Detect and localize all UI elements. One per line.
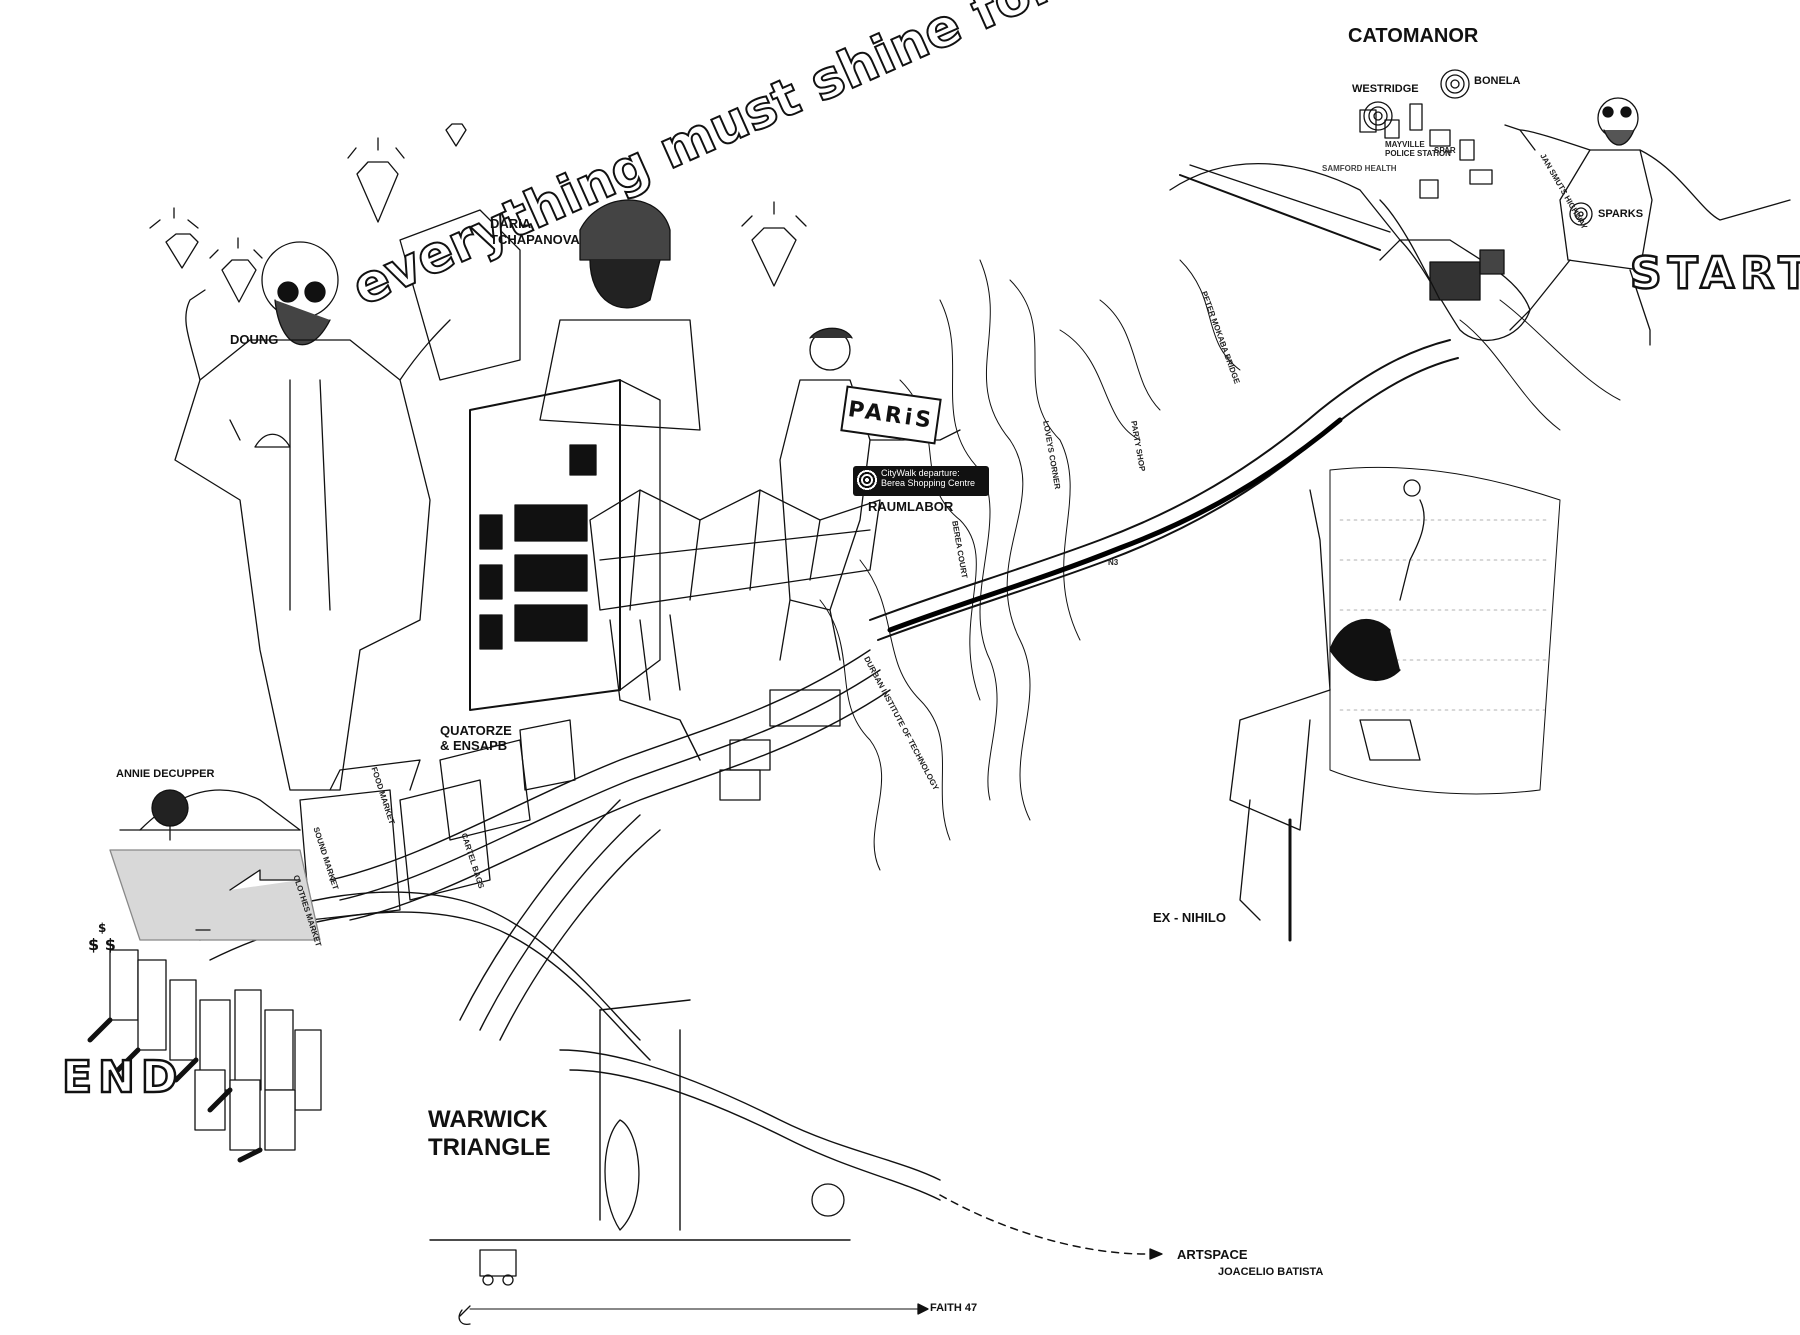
place-spar: SPAR [1434,146,1456,155]
figure-sparks [1504,97,1791,346]
place-bonela: BONELA [1474,75,1521,87]
place-westridge: WESTRIDGE [1352,83,1419,95]
diamond-icon [445,123,467,147]
place-sparks: SPARKS [1598,208,1644,220]
dollar-icon: $ [98,921,106,935]
artist-daria-tchapanova: DARIA TCHAPANOVA [490,216,580,247]
place-catomanor: CATOMANOR [1348,25,1479,47]
ex-nihilo-figure [1229,466,1561,942]
figure-daria [539,199,701,431]
shanty-rooftops [589,489,881,701]
departure-label: CityWalk departure: [881,468,960,478]
artist-ex-nihilo: EX - NIHILO [1153,910,1226,925]
road-n3: N3 [1108,558,1119,567]
diamond-icons [149,123,807,931]
diamond-icon [165,233,199,269]
diamond-icon [751,227,797,287]
artist-quatorze-ensapb: QUATORZE & ENSAPB [440,723,512,753]
artist-raumlabor: RAUMLABOR [868,499,954,514]
diamond-icon [221,259,257,303]
markets-block [299,689,841,921]
dollar-icons: $ $ [88,935,116,954]
artist-doung: DOUNG [230,332,279,347]
warwick-interchange [199,649,941,1241]
catomanor-cityscape [1169,69,1593,342]
place-warwick-triangle: WARWICK TRIANGLE [428,1106,551,1161]
central-building [399,209,661,711]
artist-faith-47: FAITH 47 [930,1302,978,1314]
route-end: END [61,1051,184,1105]
route-to-artspace [939,1194,1151,1255]
place-samford: SAMFORD HEALTH [1322,164,1397,173]
artist-joacelio-batista: JOACELIO BATISTA [1218,1266,1324,1278]
diamond-icon [356,161,399,223]
citywalk-departure-marker[interactable]: CityWalk departure: Berea Shopping Centr… [853,466,989,496]
departure-location: Berea Shopping Centre [881,478,976,489]
place-artspace: ARTSPACE [1177,1247,1248,1262]
route-arrowhead [1149,1248,1163,1260]
artist-annie-decupper: ANNIE DECUPPER [116,768,215,780]
faith47-street [458,1119,845,1325]
place-mayville: MAYVILLE POLICE STATION [1385,140,1451,159]
target-icon [856,469,878,491]
figure-doung [174,241,451,791]
annie-landscape [109,789,321,941]
route-start: START [1629,247,1800,301]
faith47-arrowhead [917,1303,929,1315]
n3-highway [869,339,1459,641]
end-cityscape [87,949,322,1163]
